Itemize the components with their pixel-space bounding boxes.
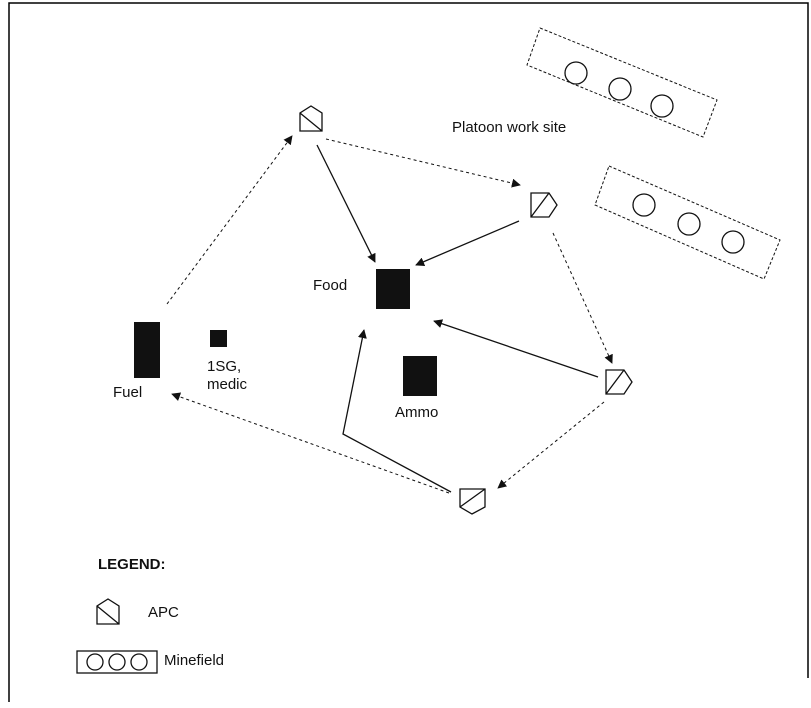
route-arrow-solid	[433, 319, 599, 378]
minefield-icon	[76, 650, 158, 674]
route-arrow-solid	[342, 329, 452, 493]
minefield-top	[526, 27, 718, 138]
route-arrow-dashed	[166, 135, 293, 305]
legend: LEGEND: APC Minefield	[76, 556, 224, 674]
mine-circle	[608, 77, 632, 101]
route-arrow-dashed	[552, 232, 613, 364]
fuel-supply-point	[134, 322, 160, 378]
apc-icon	[459, 488, 486, 515]
apc-icon	[530, 192, 558, 218]
first-sergeant-label: 1SG,	[207, 358, 241, 375]
work-site-label: Platoon work site	[452, 119, 566, 136]
food-supply-point	[376, 269, 410, 309]
route-arrow-dashed	[325, 138, 521, 188]
mine-circle	[564, 61, 588, 85]
apc-icon	[605, 369, 633, 395]
medic-label: medic	[207, 376, 248, 393]
ammo-supply-point	[403, 356, 437, 396]
mine-circle	[677, 212, 701, 236]
legend-minefield-label: Minefield	[164, 652, 224, 669]
food-label: Food	[313, 277, 347, 294]
route-arrow-dashed	[497, 401, 605, 489]
legend-apc-label: APC	[148, 604, 179, 621]
frame-border	[8, 2, 809, 702]
route-arrow-dashed	[171, 392, 450, 494]
mine-circle	[721, 230, 745, 254]
route-arrow-solid	[415, 220, 520, 266]
route-arrow-solid	[316, 144, 376, 263]
mine-circle	[632, 193, 656, 217]
legend-title: LEGEND:	[98, 556, 166, 573]
fuel-label: Fuel	[113, 384, 142, 401]
apc-icon	[299, 105, 323, 132]
ammo-label: Ammo	[395, 404, 438, 421]
minefield-right	[594, 165, 781, 280]
apc-icon	[96, 598, 120, 625]
mine-circle	[650, 94, 674, 118]
first-sergeant-position	[210, 330, 227, 347]
